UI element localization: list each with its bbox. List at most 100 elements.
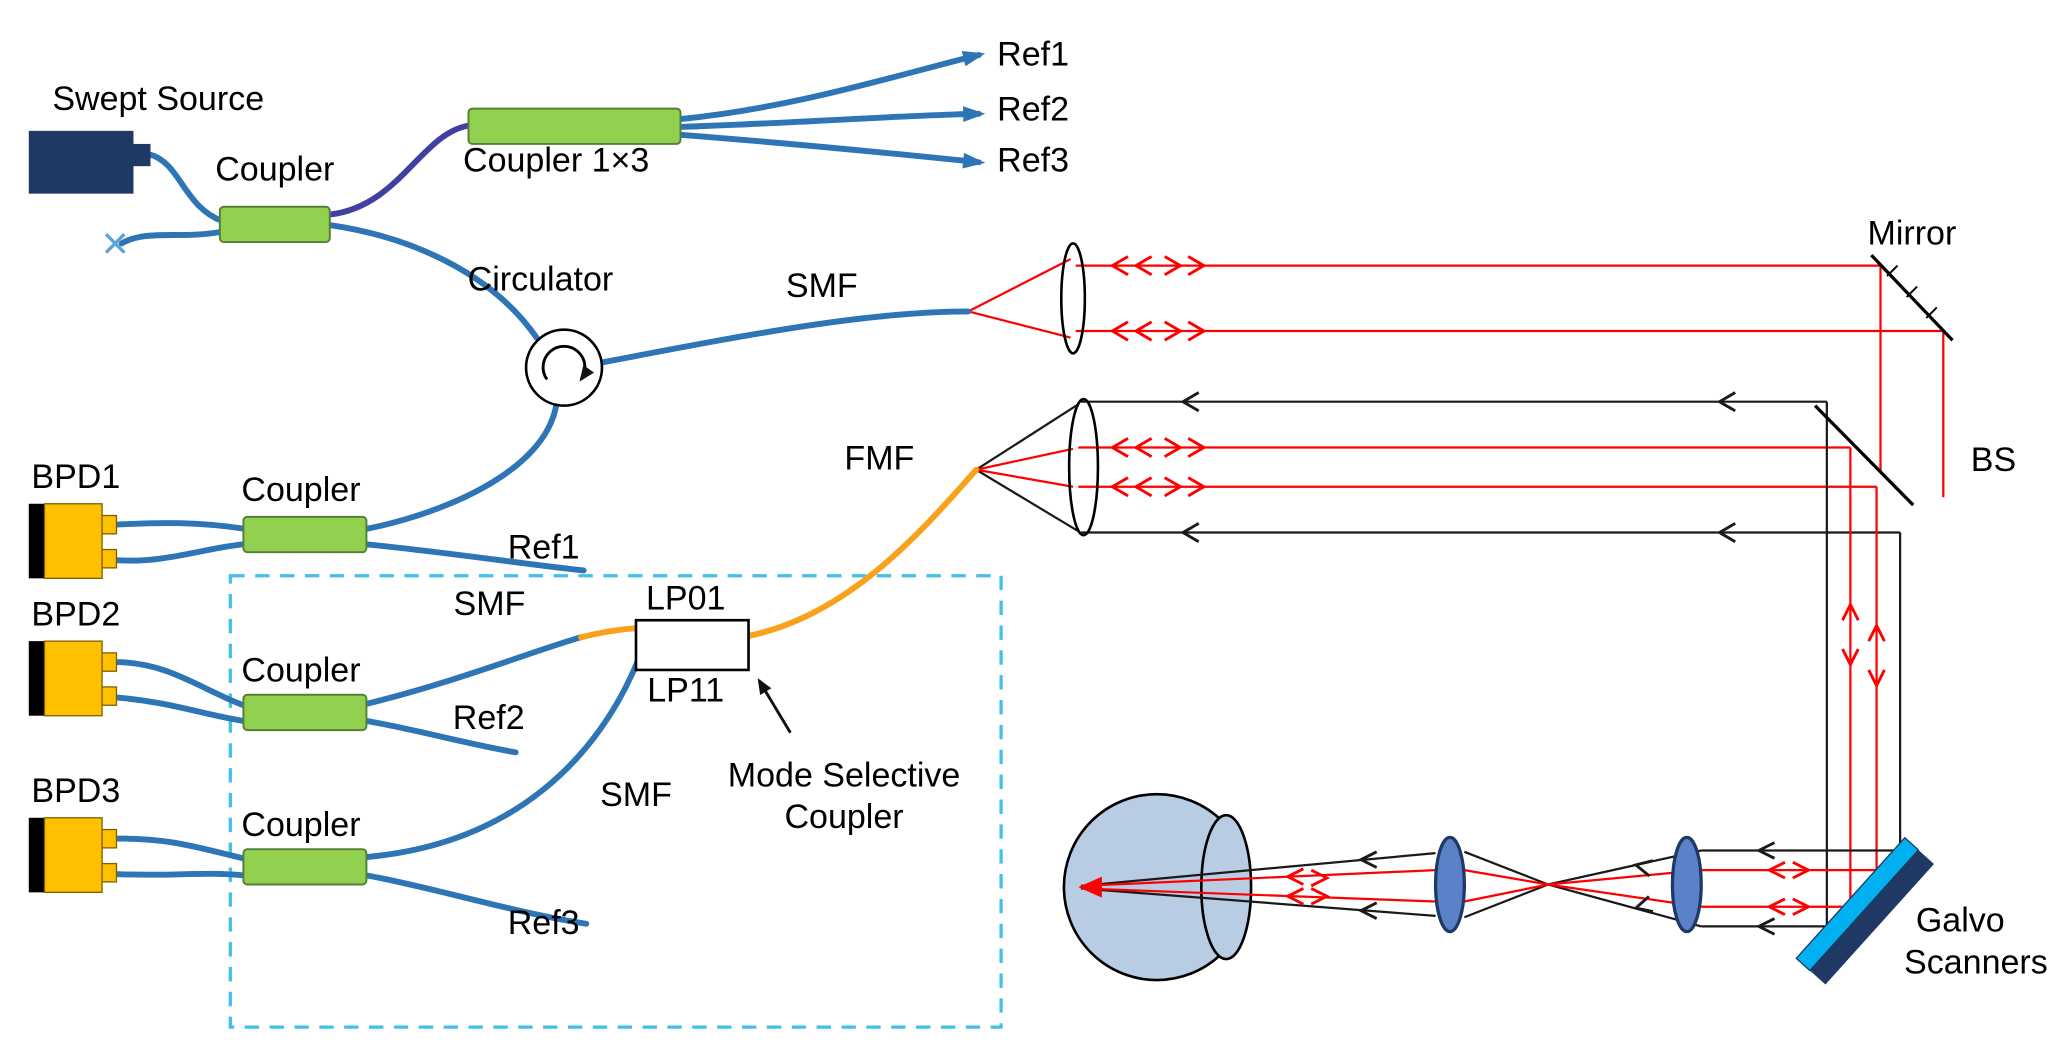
bpd3-body <box>43 817 103 894</box>
label-mode-selective-2: Coupler <box>784 798 903 836</box>
bpd1-body <box>43 503 103 579</box>
black-arrow-left-icon <box>1357 901 1378 920</box>
label-galvo-2: Scanners <box>1904 943 2048 981</box>
fiber-smf-to-lp11 <box>363 659 641 860</box>
eye-beam-red-bottom <box>1082 887 1436 903</box>
circulator-arrow-icon <box>541 344 594 382</box>
black-arrow-left-icon <box>1357 850 1378 869</box>
fiber-coupler-to-coupler1x3 <box>326 122 472 218</box>
bpd2-faceplate <box>28 641 45 716</box>
bpd1-port-1 <box>101 514 118 535</box>
fiber-ref1-output <box>677 51 986 123</box>
fiber-bpd1-input-1 <box>112 520 247 532</box>
black-arrow-left-icon <box>1716 391 1736 413</box>
main-coupler-box <box>218 205 331 244</box>
red-arrow-left-icon <box>1284 887 1305 906</box>
mirror-hatch-icon <box>1886 264 1899 277</box>
label-lp11: LP11 <box>647 671 724 709</box>
reference-mirror <box>1870 254 1954 342</box>
mirror-surface <box>1870 254 1954 342</box>
fiber-bpd3-input-2 <box>112 870 247 879</box>
fiber-bpd2-input-1 <box>112 659 247 709</box>
eye-beam-black-top <box>1080 852 1436 887</box>
black-arrow-left-icon <box>1180 391 1200 413</box>
red-arrow-up-icon <box>1841 601 1860 621</box>
bpd2-body <box>43 640 103 717</box>
bpd2-coupler-box <box>242 693 368 732</box>
label-ref2-out: Ref2 <box>997 90 1069 128</box>
fmf-red-fan-top <box>976 447 1074 471</box>
label-mode-selective-1: Mode Selective <box>728 756 961 794</box>
mirror-hatch-icon <box>1925 306 1938 319</box>
fiber-ref1-input <box>363 541 587 574</box>
fmf-beam-fan-top <box>975 403 1079 471</box>
red-arrow-right-icon <box>1310 868 1331 888</box>
smf-beam-fan-top <box>967 258 1071 313</box>
label-ref3-in: Ref3 <box>508 904 580 942</box>
bpd2-detector <box>28 640 118 717</box>
label-fmf: FMF <box>844 440 914 478</box>
circulator-body <box>524 328 604 407</box>
label-coupler-1x3: Coupler 1×3 <box>463 141 649 179</box>
label-bpd1: BPD1 <box>31 458 120 496</box>
red-arrow-right-icon <box>1187 255 1207 277</box>
red-arrow-left-icon <box>1109 255 1129 277</box>
red-arrow-right-icon <box>1187 476 1207 498</box>
fmf-beam-fan-bottom <box>975 468 1079 533</box>
bpd1-detector <box>28 503 118 579</box>
red-arrow-left-icon <box>1133 476 1153 498</box>
eye-model <box>1062 792 1253 982</box>
smf-collimator-lens <box>1059 242 1087 355</box>
fiber-circulator-to-smf <box>599 308 972 366</box>
label-circulator: Circulator <box>468 260 614 298</box>
label-ref3-out: Ref3 <box>997 141 1069 179</box>
fiber-coupler-to-circulator <box>326 222 540 341</box>
fiber-ref3-output <box>677 131 986 169</box>
bpd3-faceplate <box>28 817 45 893</box>
red-arrow-right-icon <box>1163 437 1184 458</box>
fiber-ref2-input <box>363 718 519 756</box>
label-coupler-bpd1: Coupler <box>241 471 360 509</box>
label-smf-lower: SMF <box>600 776 672 814</box>
red-arrow-left-icon <box>1109 437 1129 458</box>
red-arrow-right-icon <box>1163 255 1184 277</box>
bpd3-coupler-box <box>242 848 368 886</box>
red-arrow-right-icon <box>1187 437 1207 458</box>
red-arrow-left-icon <box>1766 860 1786 880</box>
black-arrow-left-icon <box>1716 522 1736 543</box>
relay-converge-black-bottom <box>1463 883 1702 928</box>
red-arrow-left-icon <box>1284 867 1305 886</box>
red-arrow-left-icon <box>1133 320 1153 342</box>
label-swept-source: Swept Source <box>52 80 264 118</box>
red-arrow-right-icon <box>1187 320 1207 342</box>
label-smf-top: SMF <box>786 267 858 305</box>
terminated-port-x-icon <box>104 233 126 254</box>
red-arrow-right-icon <box>1163 320 1184 342</box>
red-arrow-left-icon <box>1133 255 1153 277</box>
beam-paths <box>967 255 1945 957</box>
coupler-1x3-box <box>467 107 682 145</box>
dashed-enclosure-box <box>228 574 1003 1029</box>
label-ref1-out: Ref1 <box>997 35 1069 73</box>
bpd3-detector <box>28 817 118 894</box>
galvo-base <box>1807 848 1935 985</box>
bpd1-faceplate <box>28 503 45 579</box>
label-coupler-main: Coupler <box>215 151 334 189</box>
fiber-smf-to-lp01 <box>363 634 584 707</box>
red-arrow-right-icon <box>1310 887 1331 906</box>
fiber-orange-into-msc <box>578 625 641 641</box>
red-arrow-left-icon <box>1766 897 1786 916</box>
fiber-bpd2-input-2 <box>112 694 247 724</box>
label-coupler-bpd3: Coupler <box>241 806 360 844</box>
label-lp01: LP01 <box>646 580 725 618</box>
red-arrow-right-icon <box>1792 860 1812 880</box>
red-arrow-down-icon <box>1867 669 1886 689</box>
label-ref2-in: Ref2 <box>453 699 525 737</box>
swept-source <box>28 130 151 194</box>
red-arrow-right-icon <box>1163 476 1184 498</box>
circulator <box>524 328 604 407</box>
smf-beam-fan-bottom <box>968 310 1071 339</box>
black-arrow-left-icon <box>1632 895 1654 913</box>
galvo-scanners <box>1795 836 1935 985</box>
